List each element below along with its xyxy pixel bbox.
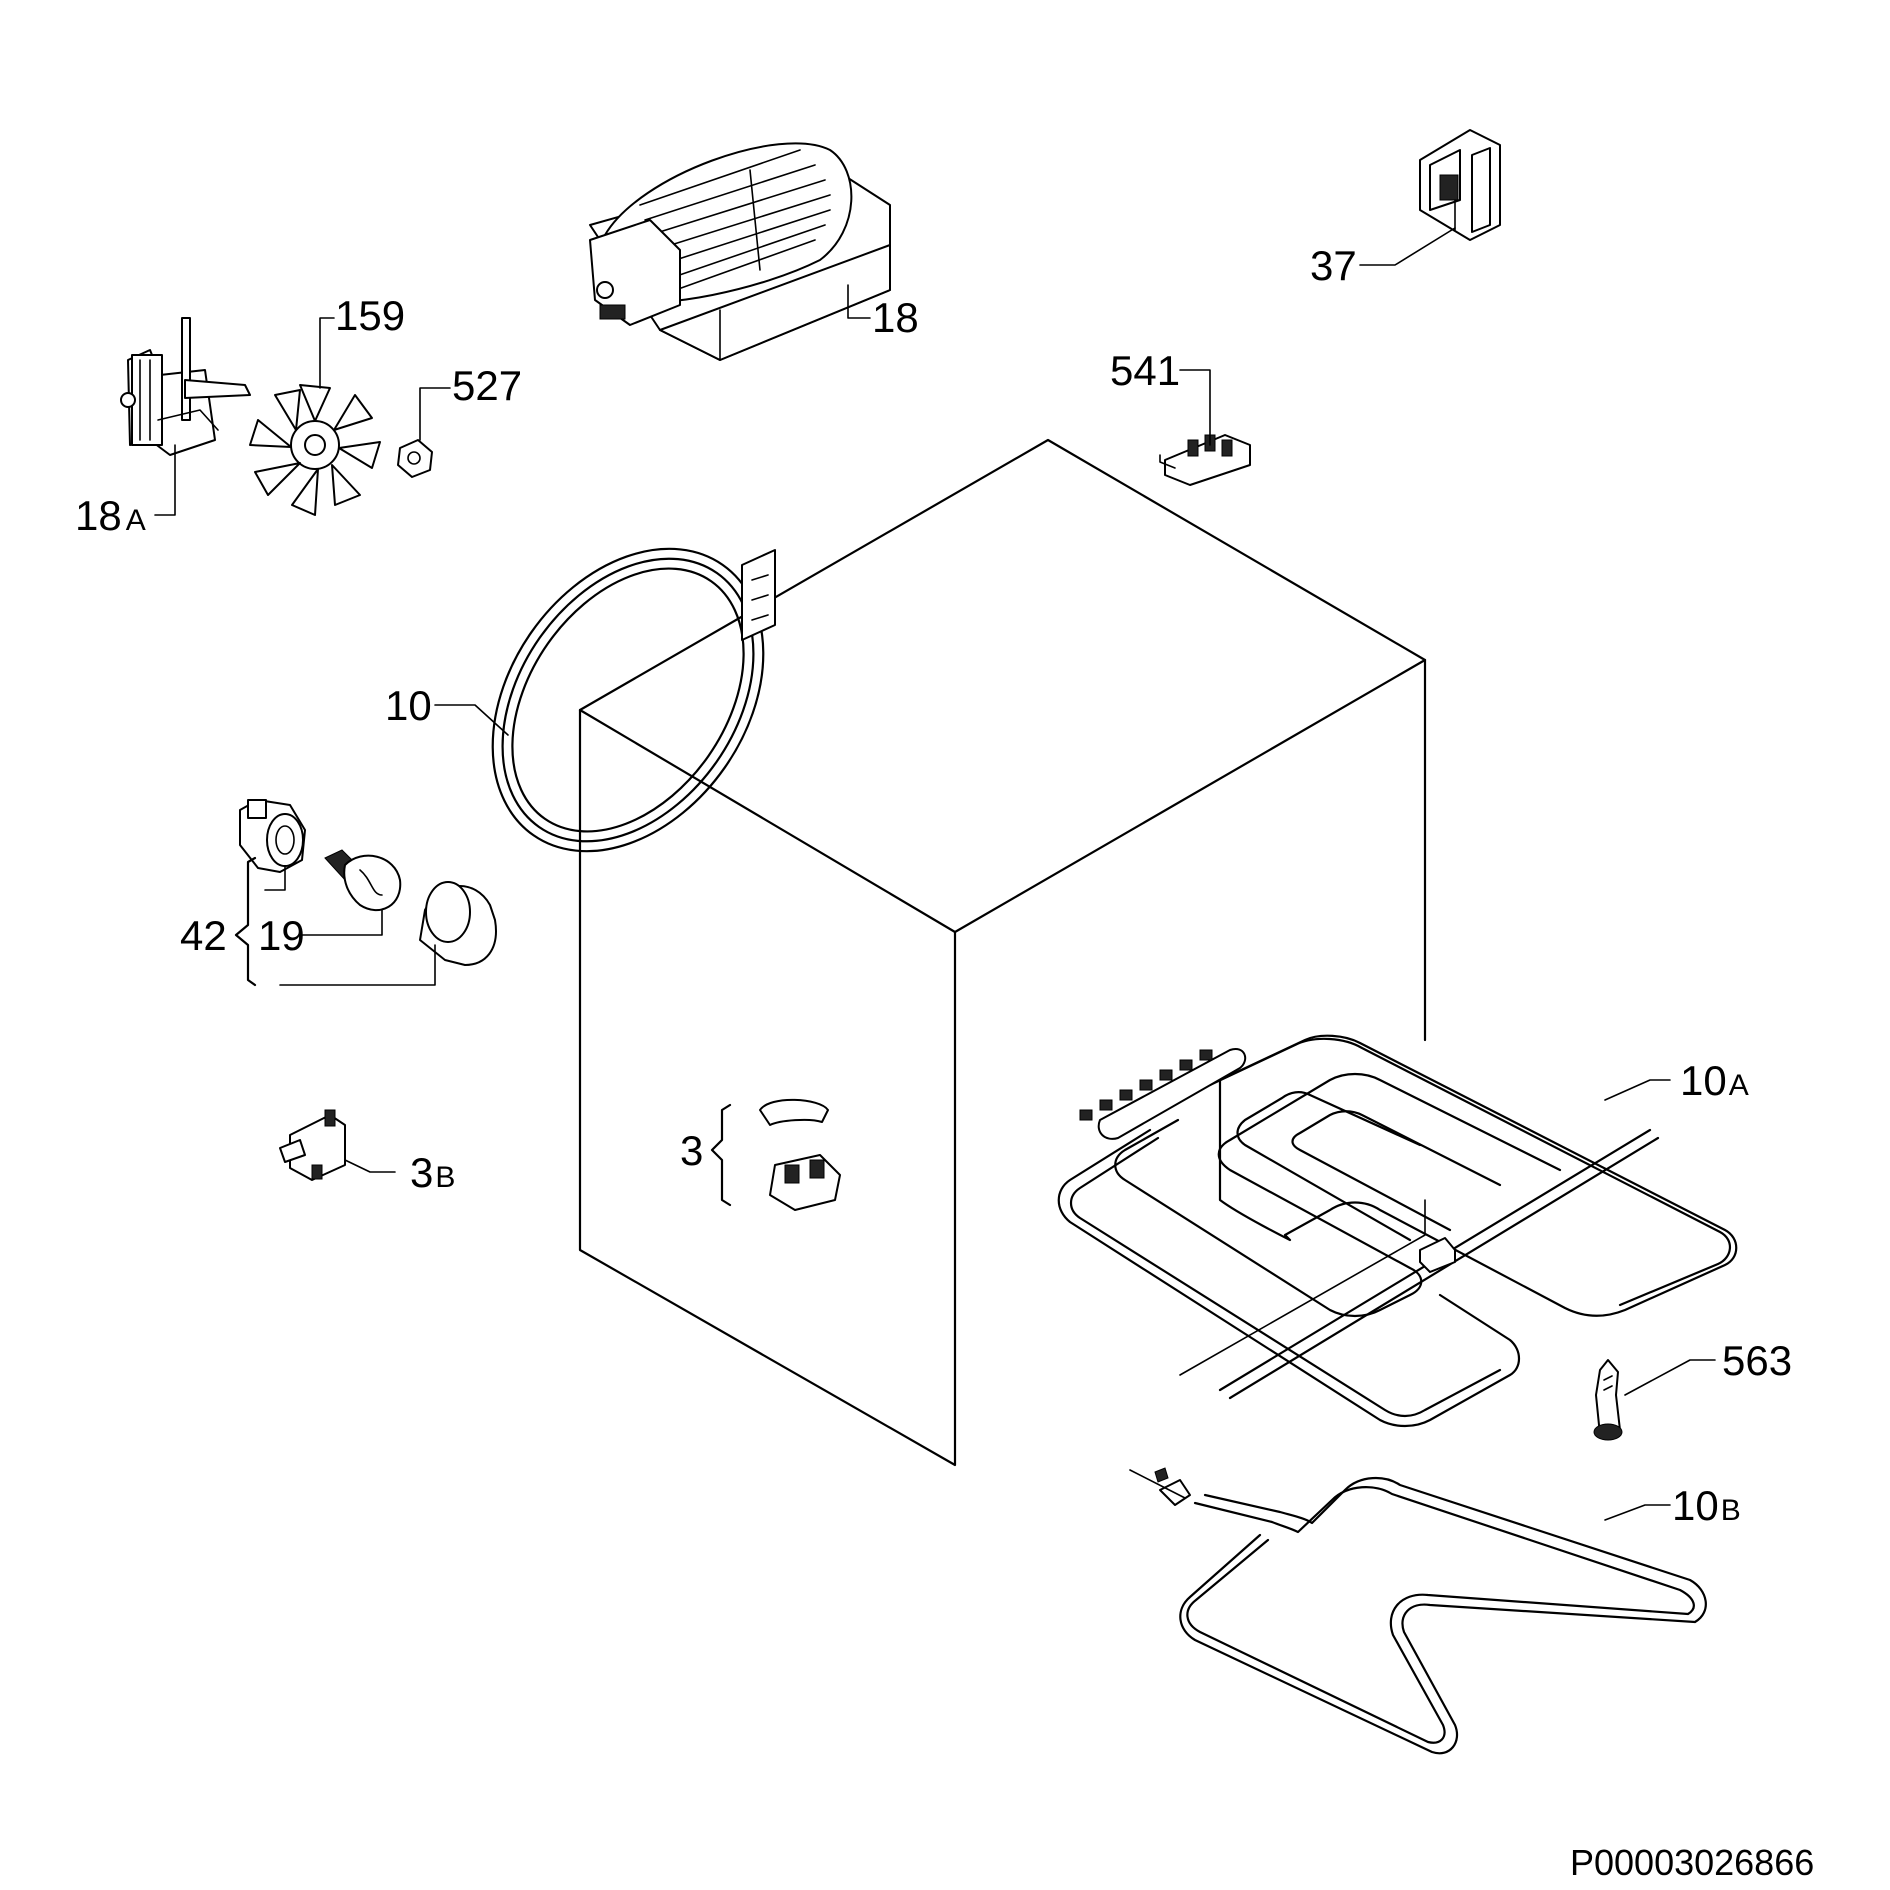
circular-heating-element-part-10 xyxy=(434,547,776,853)
label-563: 563 xyxy=(1722,1337,1792,1384)
brace-3 xyxy=(710,1103,732,1207)
label-3: 3 xyxy=(680,1127,703,1174)
label-541: 541 xyxy=(1110,347,1180,394)
lamp-cover-part xyxy=(279,881,497,986)
label-37: 37 xyxy=(1310,242,1357,289)
oven-cavity-box xyxy=(578,438,1427,1467)
brace-42 xyxy=(234,856,257,987)
drawing-code: P00003026866 xyxy=(1570,1842,1814,1883)
lamp-bulb-part-19 xyxy=(299,849,402,936)
grill-element-part-10a xyxy=(1057,1034,1738,1428)
label-159: 159 xyxy=(335,292,405,339)
label-10b: 10B xyxy=(1672,1482,1741,1529)
label-3b: 3B xyxy=(410,1149,455,1196)
pin-part-563 xyxy=(1593,1359,1716,1441)
tangential-fan-part-18 xyxy=(589,142,891,361)
fan-motor-part-18a xyxy=(120,317,251,516)
label-10a: 10A xyxy=(1680,1057,1749,1104)
fan-blade-part-159 xyxy=(249,317,381,516)
terminal-part-541 xyxy=(1159,369,1251,486)
label-19: 19 xyxy=(258,912,305,959)
thermostat-part-3b xyxy=(279,1109,396,1181)
label-10: 10 xyxy=(385,682,432,729)
thermostat-part-3 xyxy=(759,1098,841,1211)
lamp-holder-part-42 xyxy=(239,799,306,891)
switch-bracket-part-37 xyxy=(1359,129,1501,266)
bottom-element-part-10b xyxy=(1129,1467,1707,1755)
label-527: 527 xyxy=(452,362,522,409)
label-18: 18 xyxy=(872,294,919,341)
label-42: 42 xyxy=(180,912,227,959)
nut-part-527 xyxy=(397,387,451,478)
